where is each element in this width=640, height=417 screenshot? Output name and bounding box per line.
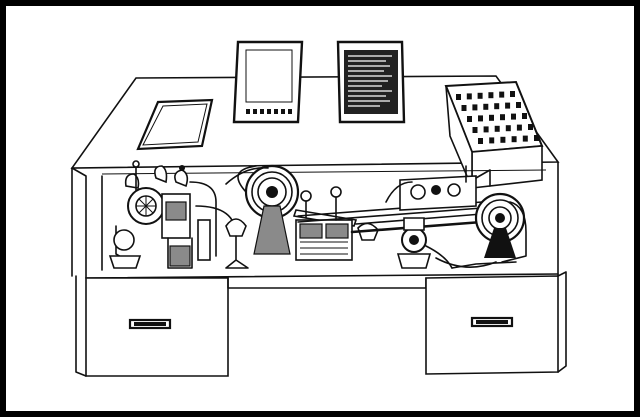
keyboard-key[interactable] xyxy=(461,105,467,111)
keyboard-key[interactable] xyxy=(466,93,472,100)
keyboard-key[interactable] xyxy=(494,125,500,132)
keyboard-key[interactable] xyxy=(500,114,505,121)
central-mechanism xyxy=(292,186,379,261)
recording-unit xyxy=(399,165,491,211)
keyboard-key[interactable] xyxy=(505,102,511,109)
motor-wheel xyxy=(396,217,453,269)
keyboard-key[interactable] xyxy=(478,138,483,144)
keyboard-key[interactable] xyxy=(488,92,494,99)
keyboard-key[interactable] xyxy=(500,136,506,143)
keyboard-key[interactable] xyxy=(534,135,539,141)
left-viewing-screen xyxy=(136,98,214,151)
keyboard-key[interactable] xyxy=(483,126,489,133)
keyboard-key[interactable] xyxy=(483,103,489,110)
keyboard-key[interactable] xyxy=(489,137,495,144)
keyboard-key[interactable] xyxy=(477,92,483,99)
keyboard-key[interactable] xyxy=(499,91,505,98)
right-drawer-handle[interactable] xyxy=(476,320,508,324)
keyboard-key[interactable] xyxy=(511,136,517,143)
keyboard-key[interactable] xyxy=(516,124,522,131)
keyboard-key[interactable] xyxy=(522,113,527,119)
left-drawer-pedestal xyxy=(75,275,427,377)
desk-illustration xyxy=(70,40,567,377)
central-film-reel xyxy=(237,164,300,255)
keyboard-key[interactable] xyxy=(478,115,483,122)
keyboard-key[interactable] xyxy=(494,103,500,110)
keyboard-key[interactable] xyxy=(456,94,461,100)
keyboard-key[interactable] xyxy=(511,113,516,120)
illustration-canvas xyxy=(6,6,634,411)
cables xyxy=(225,167,497,268)
keyboard-key[interactable] xyxy=(510,91,515,97)
keyboard-key[interactable] xyxy=(528,124,533,130)
keyboard-key[interactable] xyxy=(472,104,478,111)
keyboard-key[interactable] xyxy=(467,116,472,122)
keyboard-key[interactable] xyxy=(472,127,478,133)
keyboard-key[interactable] xyxy=(516,102,521,108)
keyboard-key[interactable] xyxy=(489,114,494,121)
center-right-screen xyxy=(336,40,406,124)
keyboard xyxy=(444,80,544,189)
keyboard-key[interactable] xyxy=(505,125,511,132)
keyboard-key[interactable] xyxy=(522,135,528,142)
center-left-screen xyxy=(232,40,304,124)
photographic-apparatus xyxy=(108,160,249,269)
right-film-reel xyxy=(451,192,527,269)
left-drawer-handle[interactable] xyxy=(134,322,166,326)
